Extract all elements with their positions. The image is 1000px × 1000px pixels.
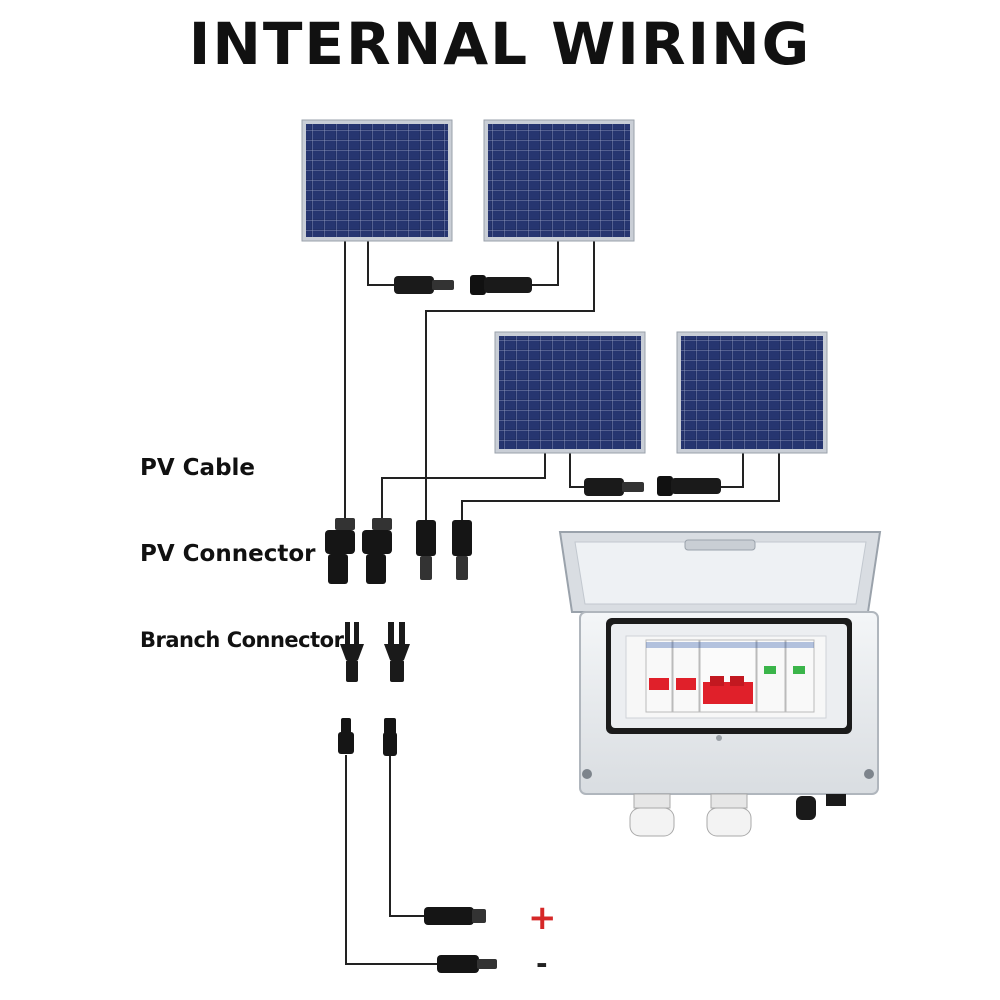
solar-panel: [301, 119, 453, 242]
pv-connector: [362, 518, 392, 584]
cable: [532, 238, 559, 286]
solar-panel: [483, 119, 635, 242]
pv-connector: [452, 520, 472, 580]
output-connector: [338, 718, 354, 754]
cable: [720, 452, 744, 488]
mc4-gland: [796, 796, 816, 820]
cable-gland: [629, 793, 675, 837]
pv-connector: [416, 520, 436, 580]
cable: [381, 452, 546, 520]
page-title: INTERNAL WIRING: [188, 10, 812, 78]
combiner-box: [558, 531, 882, 837]
cable: [569, 452, 585, 488]
mc4-connector-pair: [584, 476, 721, 496]
pv-cable-label: PV Cable: [140, 455, 256, 481]
solar-panel: [494, 331, 646, 454]
breather-valve: [826, 794, 846, 806]
fuse-holder: [645, 639, 673, 713]
branch-connector: [340, 622, 364, 682]
surge-protector: [785, 639, 815, 713]
cable: [345, 755, 438, 965]
cable: [461, 452, 780, 520]
negative-sign: -: [536, 947, 548, 980]
output-connector: [383, 718, 397, 756]
solar-panel: [676, 331, 828, 454]
cable-gland: [706, 793, 752, 837]
mc4-connector-pair: [394, 275, 532, 295]
positive-output-connector: [424, 907, 486, 925]
pv-connector: [325, 518, 355, 584]
branch-connector-label: Branch Connector: [140, 628, 344, 652]
surge-protector: [756, 639, 786, 713]
cables: [344, 238, 780, 965]
branch-connector: [384, 622, 410, 682]
dc-breaker: [699, 639, 757, 713]
cable: [425, 238, 595, 520]
pv-connector-label: PV Connector: [140, 541, 316, 567]
fuse-holder: [672, 639, 700, 713]
cable: [367, 238, 395, 286]
positive-sign: +: [528, 898, 557, 938]
cable: [389, 755, 425, 917]
negative-output-connector: [437, 955, 497, 973]
